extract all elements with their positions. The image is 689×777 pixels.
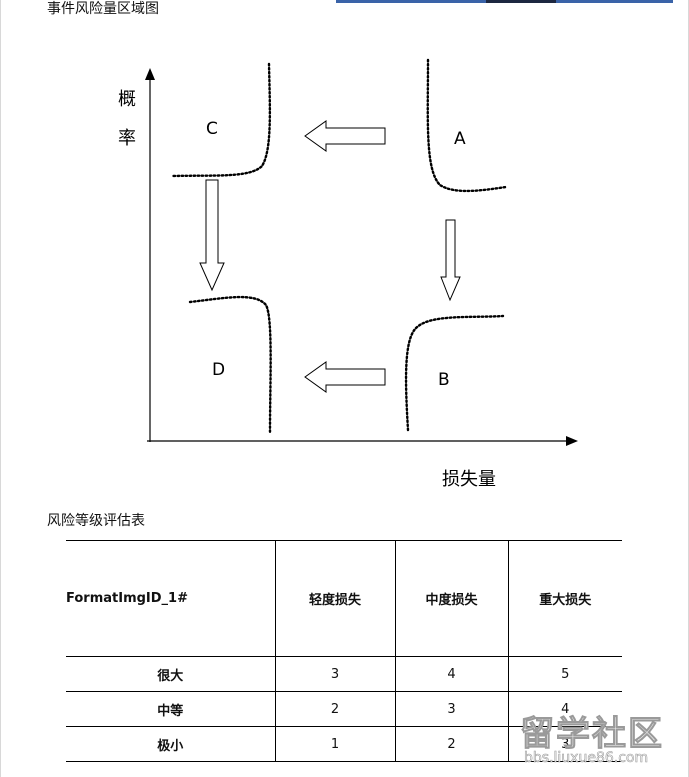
curve-c	[170, 62, 272, 178]
table-cell: 4	[395, 656, 509, 692]
table-cell: 3	[275, 656, 396, 692]
row-label: 中等	[66, 691, 276, 727]
region-label-d: D	[212, 360, 225, 380]
arrow-b-to-d	[304, 361, 386, 393]
curve-b	[404, 314, 505, 432]
top-image-strip	[336, 0, 673, 3]
site-watermark: 留学社区 bbs.liuxue86.com	[516, 706, 676, 772]
table-header-row: FormatImgID_1# 轻度损失 中度损失 重大损失	[66, 540, 622, 657]
arrow-a-to-c	[304, 120, 386, 152]
x-axis-arrowhead	[566, 436, 578, 446]
region-label-b: B	[438, 370, 450, 390]
table-cell: 2	[395, 726, 509, 762]
y-axis-label-2: 率	[118, 128, 136, 149]
row-label: 极小	[66, 726, 276, 762]
diagram-title: 事件风险量区域图	[47, 1, 159, 17]
table-row: 极小 1 2 3	[66, 726, 622, 762]
risk-region-diagram: 概 率 损失量 C A D B	[118, 58, 578, 490]
table-cell: 3	[395, 691, 509, 727]
curve-a	[426, 58, 508, 193]
region-label-c: C	[206, 119, 218, 139]
table-row: 很大 3 4 5	[66, 656, 622, 692]
column-header: 中度损失	[395, 540, 509, 657]
risk-assessment-table: FormatImgID_1# 轻度损失 中度损失 重大损失 很大 3 4 5 中…	[66, 540, 622, 762]
table-row: 中等 2 3 4	[66, 691, 622, 727]
arrow-a-to-b	[440, 219, 461, 302]
x-axis-label: 损失量	[442, 469, 496, 490]
curve-d	[188, 295, 272, 434]
table-cell: 1	[275, 726, 396, 762]
column-header: 重大损失	[508, 540, 622, 657]
column-header: 轻度损失	[275, 540, 396, 657]
y-axis-arrowhead	[145, 68, 155, 80]
watermark-logo-text: 留学社区	[520, 714, 664, 755]
table-corner-cell: FormatImgID_1#	[66, 540, 276, 657]
watermark-url: bbs.liuxue86.com	[524, 750, 649, 767]
table-cell: 2	[275, 691, 396, 727]
row-label: 很大	[66, 656, 276, 692]
arrow-c-to-d	[199, 179, 225, 292]
risk-table-container: FormatImgID_1# 轻度损失 中度损失 重大损失 很大 3 4 5 中…	[66, 540, 622, 762]
table-cell: 3	[508, 726, 622, 762]
table-cell: 4	[508, 691, 622, 727]
table-cell: 5	[508, 656, 622, 692]
y-axis-label-1: 概	[118, 89, 136, 110]
page-left-border	[0, 0, 1, 777]
region-label-a: A	[454, 129, 466, 149]
table-title: 风险等级评估表	[47, 513, 145, 529]
